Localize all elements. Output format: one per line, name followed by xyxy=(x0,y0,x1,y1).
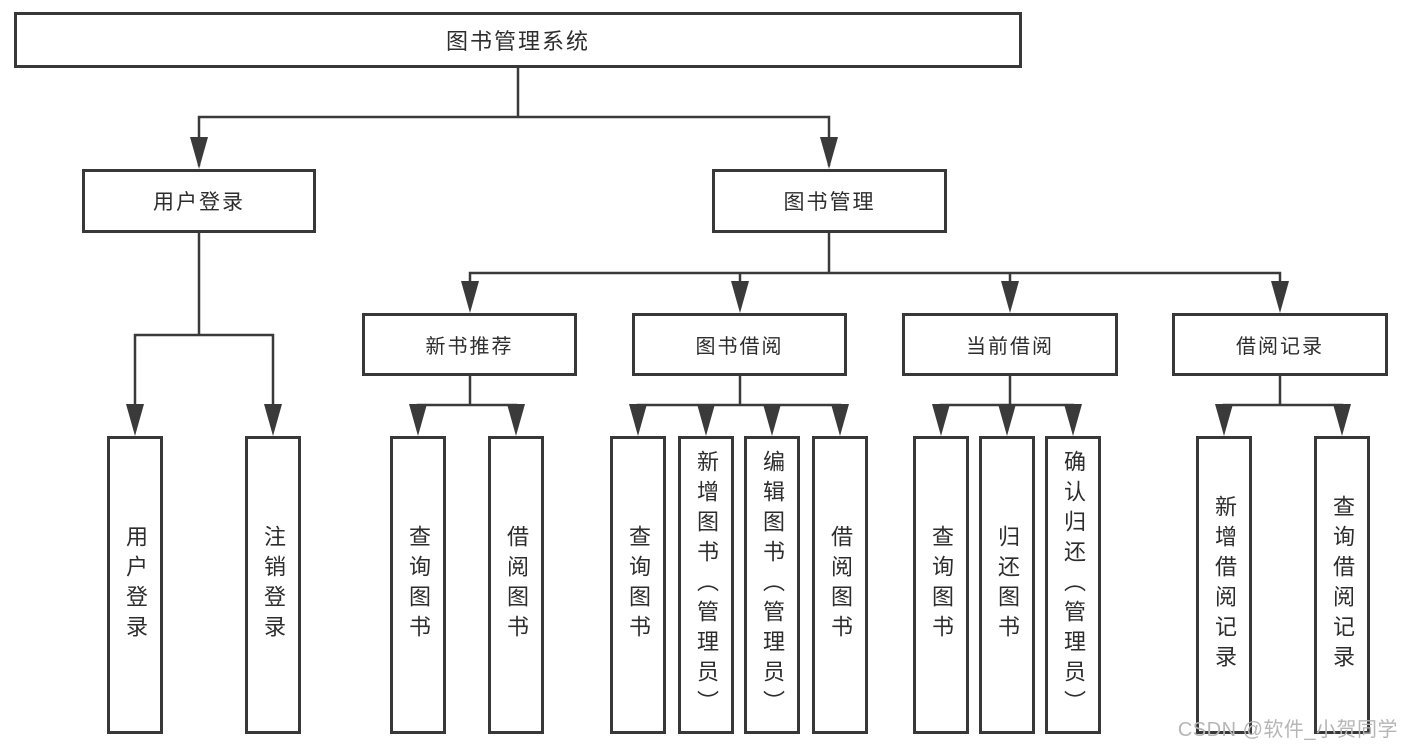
node-current-borrowing: 当前借阅 xyxy=(902,313,1118,376)
node-user-login: 用户登录 xyxy=(82,169,316,233)
arrowhead-icon xyxy=(697,404,715,436)
leaf-query-books-3: 查询图书 xyxy=(913,436,969,734)
node-label: 图书管理 xyxy=(783,191,876,214)
node-label: 借阅图书 xyxy=(504,525,529,645)
arrowhead-icon xyxy=(998,404,1016,436)
arrowhead-icon xyxy=(1064,404,1082,436)
leaf-add-borrow-record: 新增借阅记录 xyxy=(1196,436,1252,734)
node-label: 查询图书 xyxy=(929,525,954,645)
node-label: 编辑图书（管理员） xyxy=(760,450,785,720)
leaf-add-books-admin: 新增图书（管理员） xyxy=(678,436,734,734)
node-label: 查询借阅记录 xyxy=(1330,495,1355,675)
node-label: 注销登录 xyxy=(261,525,286,645)
arrowhead-icon xyxy=(1333,404,1351,436)
arrowhead-icon xyxy=(409,404,427,436)
node-borrowing-records: 借阅记录 xyxy=(1172,313,1388,376)
node-label: 用户登录 xyxy=(123,525,148,645)
csdn-watermark: CSDN @软件_小贺同学 xyxy=(1177,719,1398,741)
node-label: 当前借阅 xyxy=(966,336,1054,358)
node-new-book-recommend: 新书推荐 xyxy=(362,313,577,376)
rail-level2 xyxy=(197,115,831,166)
node-label: 借阅记录 xyxy=(1236,336,1324,358)
node-label: 图书管理系统 xyxy=(445,29,590,54)
arrowhead-icon xyxy=(731,281,749,313)
arrowhead-icon xyxy=(831,404,849,436)
arrowhead-icon xyxy=(461,281,479,313)
node-label: 查询图书 xyxy=(626,525,651,645)
arrowhead-icon xyxy=(1271,281,1289,313)
node-label: 新书推荐 xyxy=(425,336,514,358)
node-label: 确认归还（管理员） xyxy=(1061,450,1086,720)
leaf-return-books: 归还图书 xyxy=(979,436,1035,734)
arrowhead-icon xyxy=(1001,281,1019,313)
leaf-query-books-2: 查询图书 xyxy=(610,436,666,734)
arrowhead-icon xyxy=(190,137,208,169)
leaf-logout: 注销登录 xyxy=(245,436,301,734)
arrowhead-icon xyxy=(264,404,282,436)
leaf-user-login: 用户登录 xyxy=(107,436,163,734)
arrowhead-icon xyxy=(820,137,838,169)
node-label: 新增借阅记录 xyxy=(1212,495,1237,675)
arrowhead-icon xyxy=(932,404,950,436)
rail-borrowrecord-children xyxy=(1222,403,1344,430)
node-label: 借阅图书 xyxy=(828,525,853,645)
leaf-borrow-books-2: 借阅图书 xyxy=(812,436,868,734)
rail-bookborrow-children xyxy=(636,403,842,430)
arrowhead-icon xyxy=(763,404,781,436)
rail-level3 xyxy=(468,271,1282,308)
node-label: 图书借阅 xyxy=(695,336,784,358)
leaf-edit-books-admin: 编辑图书（管理员） xyxy=(744,436,800,734)
leaf-borrow-books-1: 借阅图书 xyxy=(488,436,544,734)
leaf-query-books-1: 查询图书 xyxy=(390,436,446,734)
node-book-borrowing: 图书借阅 xyxy=(632,313,847,376)
node-label: 查询图书 xyxy=(406,525,431,645)
arrowhead-icon xyxy=(1215,404,1233,436)
arrowhead-icon xyxy=(629,404,647,436)
node-label: 用户登录 xyxy=(153,191,245,214)
arrowhead-icon xyxy=(507,404,525,436)
node-label: 归还图书 xyxy=(995,525,1020,645)
arrowheads xyxy=(126,137,1351,436)
rail-newbook-children xyxy=(416,403,518,430)
arrowhead-icon xyxy=(126,404,144,436)
node-root-system: 图书管理系统 xyxy=(14,12,1022,68)
rail-userlogin-children xyxy=(133,333,275,430)
leaf-confirm-return-admin: 确认归还（管理员） xyxy=(1045,436,1101,734)
leaf-query-borrow-record: 查询借阅记录 xyxy=(1314,436,1370,734)
node-book-management: 图书管理 xyxy=(712,169,947,233)
node-label: 新增图书（管理员） xyxy=(694,450,719,720)
